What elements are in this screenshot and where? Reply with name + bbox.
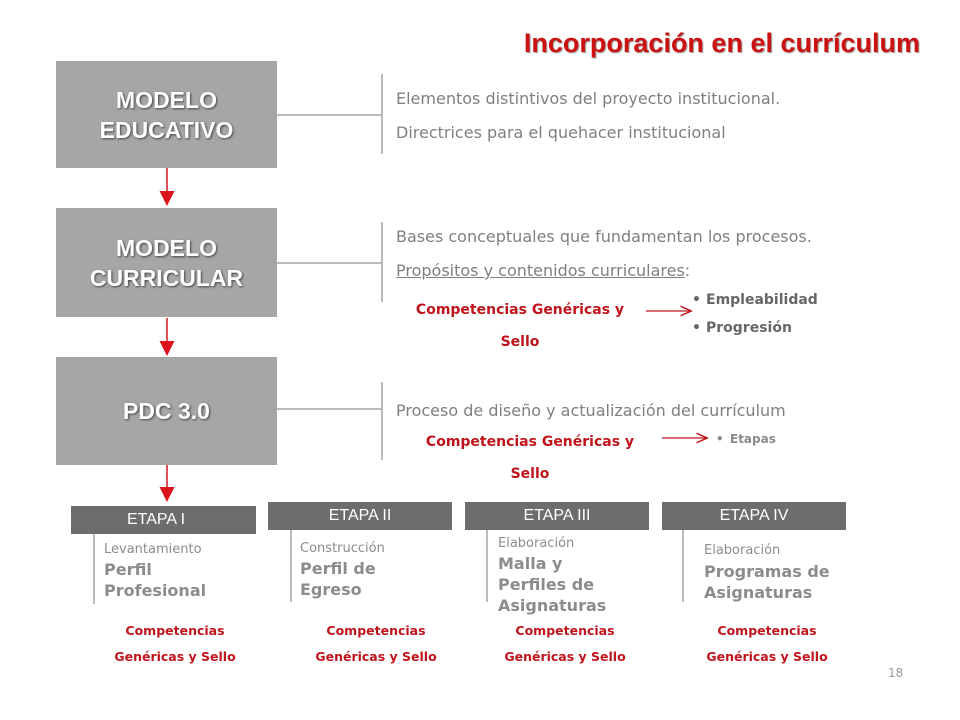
etapa-3-small: Elaboración xyxy=(498,536,575,551)
pdc-competencias-line-2: Sello xyxy=(510,466,550,482)
etapa-2-header: ETAPA II xyxy=(268,502,452,530)
connector-line xyxy=(277,408,383,410)
modelo-educativo-box: MODELO EDUCATIVO xyxy=(56,61,277,168)
etapa-2-line xyxy=(290,530,292,602)
connector-line xyxy=(277,114,383,116)
bracket-line xyxy=(381,74,383,154)
etapa-3-header: ETAPA III xyxy=(465,502,649,530)
list-item: •Empleabilidad xyxy=(692,292,818,308)
pdc-label: PDC 3.0 xyxy=(123,398,210,424)
etapa-1-line xyxy=(93,534,95,604)
etapa-3-line xyxy=(486,530,488,602)
list-item: •Progresión xyxy=(692,320,792,336)
etapa-1-small: Levantamiento xyxy=(104,542,202,557)
pdc-competencias-label: Competencias Genéricas y Sello xyxy=(390,426,670,490)
modelo-curricular-desc-1: Bases conceptuales que fundamentan los p… xyxy=(396,227,812,246)
page-number: 18 xyxy=(888,666,904,680)
etapa-4-line xyxy=(682,530,684,602)
etapa-4-small: Elaboración xyxy=(704,543,781,558)
pdc-desc: Proceso de diseño y actualización del cu… xyxy=(396,401,786,420)
competencias-label: Competencias Genéricas y Sello xyxy=(380,294,660,358)
curricular-bullet-list: •Empleabilidad •Progresión xyxy=(692,286,818,342)
modelo-educativo-desc-2: Directrices para el quehacer institucion… xyxy=(396,123,726,142)
pdc-competencias-line-1: Competencias Genéricas y xyxy=(425,434,635,450)
modelo-curricular-desc-2: Propósitos y contenidos curriculares: xyxy=(396,261,690,280)
competencias-line-2: Sello xyxy=(500,334,540,350)
propositos-suffix: : xyxy=(684,261,691,280)
etapa-4-header: ETAPA IV xyxy=(662,502,846,530)
modelo-curricular-label-1: MODELO xyxy=(116,234,217,261)
page-title: Incorporación en el currículum xyxy=(523,28,920,58)
modelo-educativo-label-2: EDUCATIVO xyxy=(99,116,234,143)
modelo-curricular-label-2: CURRICULAR xyxy=(89,264,244,291)
pdc-box: PDC 3.0 xyxy=(56,357,277,465)
bracket-line xyxy=(381,222,383,302)
modelo-curricular-box: MODELO CURRICULAR xyxy=(56,208,277,317)
etapa-1-header: ETAPA I xyxy=(71,506,256,534)
bracket-line xyxy=(381,382,383,460)
competencias-line-1: Competencias Genéricas y xyxy=(415,302,625,318)
modelo-educativo-label-1: MODELO xyxy=(116,86,217,113)
propositos-text: Propósitos y contenidos curriculares xyxy=(396,261,685,280)
connector-line xyxy=(277,262,383,264)
modelo-educativo-desc-1: Elementos distintivos del proyecto insti… xyxy=(396,89,781,108)
etapa-2-small: Construcción xyxy=(300,541,385,556)
pdc-bullet-list: •Etapas xyxy=(716,428,776,450)
list-item: •Etapas xyxy=(716,432,776,446)
